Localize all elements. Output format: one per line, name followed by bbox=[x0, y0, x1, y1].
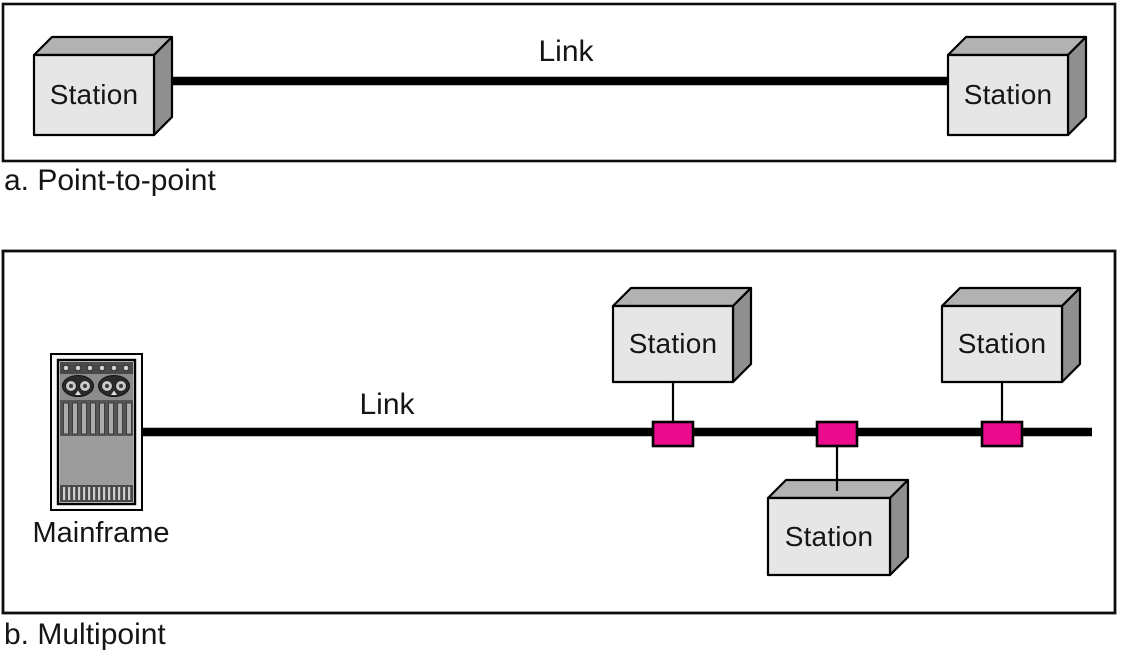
station-box-front-face bbox=[32, 53, 156, 137]
station-label-a-left: Station bbox=[49, 79, 139, 110]
station-box-front-face bbox=[946, 53, 1070, 137]
station-label-b-top-right: Station bbox=[957, 328, 1047, 359]
station-label-a-right: Station bbox=[963, 79, 1053, 110]
link-label-a: Link bbox=[538, 35, 594, 68]
station-box-top-face bbox=[32, 35, 174, 57]
station-box-side-face bbox=[1066, 35, 1088, 137]
bus-tap-1 bbox=[651, 420, 695, 448]
mainframe-stripe-section bbox=[60, 485, 133, 502]
station-box-front-face bbox=[940, 304, 1064, 384]
mainframe-label: Mainframe bbox=[32, 517, 170, 549]
station-box-side-face bbox=[152, 35, 174, 137]
mainframe-vent-bars bbox=[63, 402, 132, 435]
station-box-top-face bbox=[940, 286, 1082, 308]
mainframe-stripes bbox=[63, 487, 131, 500]
station-box-side-face bbox=[888, 478, 910, 577]
mainframe-icon bbox=[50, 353, 143, 511]
bus-tap-2 bbox=[815, 420, 859, 448]
station-label-b-top-left: Station bbox=[628, 328, 718, 359]
station-box-top-face bbox=[611, 286, 753, 308]
station-box-b-bottom bbox=[766, 478, 910, 577]
caption-panel-a: a. Point-to-point bbox=[4, 164, 216, 197]
mainframe-body-panel bbox=[60, 436, 133, 485]
station-box-side-face bbox=[1060, 286, 1082, 384]
station-box-a-left bbox=[32, 35, 174, 137]
station-box-side-face bbox=[731, 286, 753, 384]
station-label-b-bottom: Station bbox=[784, 520, 874, 552]
mainframe-indicator-dots bbox=[62, 364, 130, 372]
station-box-b-top-right bbox=[940, 286, 1082, 384]
bus-tap-3 bbox=[980, 420, 1024, 448]
station-box-front-face bbox=[766, 496, 892, 577]
caption-panel-b: b. Multipoint bbox=[4, 618, 166, 651]
station-box-top-face bbox=[946, 35, 1088, 57]
link-label-b: Link bbox=[359, 388, 415, 421]
station-box-a-right bbox=[946, 35, 1088, 137]
tape-drive-left-icon bbox=[62, 375, 94, 397]
tape-drive-right-icon bbox=[98, 375, 130, 397]
